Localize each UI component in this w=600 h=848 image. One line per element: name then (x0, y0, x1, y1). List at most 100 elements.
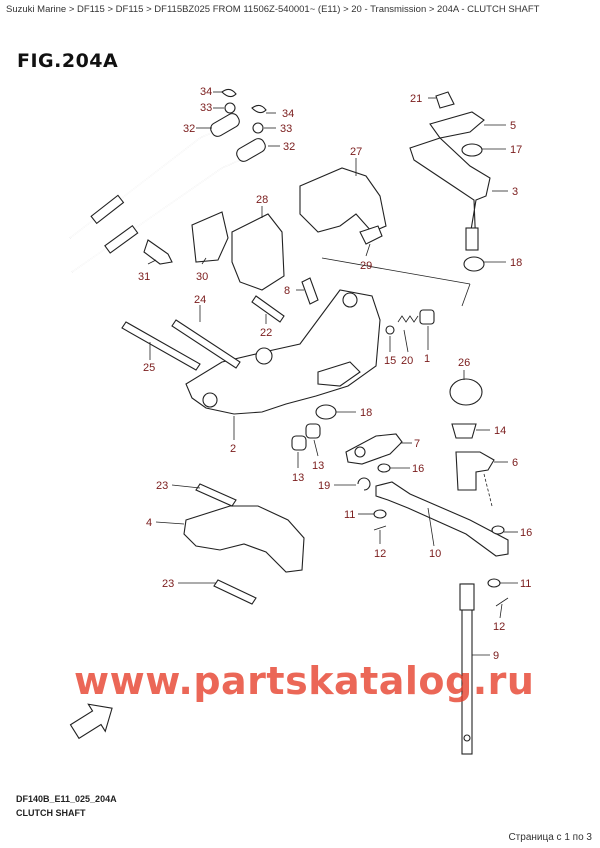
ring-26 (449, 378, 483, 406)
lever-7-hole (354, 446, 366, 458)
shift-cable-lower (71, 138, 266, 273)
callout-label: 34 (200, 86, 212, 98)
clip-34-a (221, 88, 237, 98)
page-counter: Страница с 1 по 3 (508, 832, 592, 843)
pin-12-a (373, 525, 387, 531)
callout-label: 9 (493, 650, 499, 662)
washer-16-b (491, 525, 505, 535)
callout-label: 12 (493, 621, 505, 633)
callout-labels: 34 33 34 32 33 32 21 5 17 3 27 28 18 31 … (138, 86, 532, 662)
washer-16-a (377, 463, 391, 473)
pin-12-b (495, 597, 509, 607)
shaft-3-spline (465, 227, 479, 251)
callout-label: 31 (138, 271, 150, 283)
callout-label: 30 (196, 271, 208, 283)
callout-label: 3 (512, 186, 518, 198)
callout-label: 8 (284, 285, 290, 297)
callout-label: 1 (424, 353, 430, 365)
lever-7 (345, 433, 403, 465)
callout-label: 16 (520, 527, 532, 539)
washer-33-b (252, 122, 264, 134)
clutch-shaft-9-top (459, 583, 475, 611)
bolt-23-a (195, 483, 237, 507)
watermark: www.partskatalog.ru (74, 659, 535, 703)
housing-2-boss-b (342, 292, 358, 308)
callout-label: 13 (292, 472, 304, 484)
bushing-18-a (463, 256, 485, 272)
callout-label: 17 (510, 144, 522, 156)
callout-label: 15 (384, 355, 396, 367)
callout-label: 22 (260, 327, 272, 339)
clip-34-b (251, 104, 267, 114)
clutch-shaft-9-hole (463, 734, 471, 742)
plug-1 (419, 309, 435, 325)
footer-name: CLUTCH SHAFT (16, 808, 86, 818)
washer-11-b (487, 578, 501, 588)
callout-label: 16 (412, 463, 424, 475)
breadcrumb: Suzuki Marine > DF115 > DF115 > DF115BZ0… (6, 4, 540, 15)
callout-label: 29 (360, 260, 372, 272)
callout-label: 32 (283, 141, 295, 153)
callout-label: 32 (183, 123, 195, 135)
bushing-14 (451, 423, 477, 439)
bracket-6 (455, 451, 495, 491)
callout-label: 28 (256, 194, 268, 206)
rod-10 (375, 481, 509, 557)
bracket-30 (191, 211, 229, 263)
housing-2-boss-c (202, 392, 218, 408)
housing-2-lever (317, 361, 361, 387)
callout-label: 7 (414, 438, 420, 450)
bolt-22 (251, 295, 285, 323)
washer-33-a (224, 102, 236, 114)
washer-17 (461, 143, 483, 157)
callout-label: 25 (143, 362, 155, 374)
bolt-25 (121, 321, 201, 371)
footer-code: DF140B_E11_025_204A (16, 794, 117, 804)
callout-label: 26 (458, 357, 470, 369)
callout-label: 4 (146, 517, 152, 529)
leader-lines (147, 91, 518, 656)
bracket-4 (183, 505, 305, 573)
bracket-27 (299, 167, 387, 233)
callout-label: 2 (230, 443, 236, 455)
bolt-23-b (213, 579, 257, 605)
bushing-18-b (315, 404, 337, 420)
washer-11-a (373, 509, 387, 519)
housing-2-boss (255, 347, 273, 365)
bolt-29 (359, 225, 383, 245)
shift-cable-upper (69, 113, 240, 239)
callout-label: 23 (162, 578, 174, 590)
callout-label: 24 (194, 294, 206, 306)
bushing-13-a (305, 423, 321, 439)
callout-label: 33 (280, 123, 292, 135)
bracket-28 (231, 213, 285, 291)
callout-label: 18 (360, 407, 372, 419)
callout-label: 34 (282, 108, 294, 120)
pin-8 (301, 277, 319, 305)
callout-label: 27 (350, 146, 362, 158)
callout-label: 5 (510, 120, 516, 132)
clip-19 (357, 477, 371, 491)
callout-label: 13 (312, 460, 324, 472)
bolt-21 (435, 91, 455, 109)
callout-label: 21 (410, 93, 422, 105)
callout-label: 19 (318, 480, 330, 492)
callout-label: 11 (520, 578, 531, 590)
bushing-13-b (291, 435, 307, 451)
figure-title: FIG.204A (17, 50, 119, 72)
fwd-arrow-icon: FWD (69, 703, 113, 740)
callout-label: 11 (344, 509, 355, 521)
bolt-24 (171, 319, 241, 369)
callout-label: 12 (374, 548, 386, 560)
callout-label: 6 (512, 457, 518, 469)
spring-20 (397, 315, 419, 323)
ball-15 (385, 325, 395, 335)
lever-5 (429, 111, 485, 139)
callout-label: 10 (429, 548, 441, 560)
callout-label: 18 (510, 257, 522, 269)
callout-label: 20 (401, 355, 413, 367)
callout-label: 33 (200, 102, 212, 114)
bolt-31 (143, 239, 173, 265)
callout-label: 23 (156, 480, 168, 492)
